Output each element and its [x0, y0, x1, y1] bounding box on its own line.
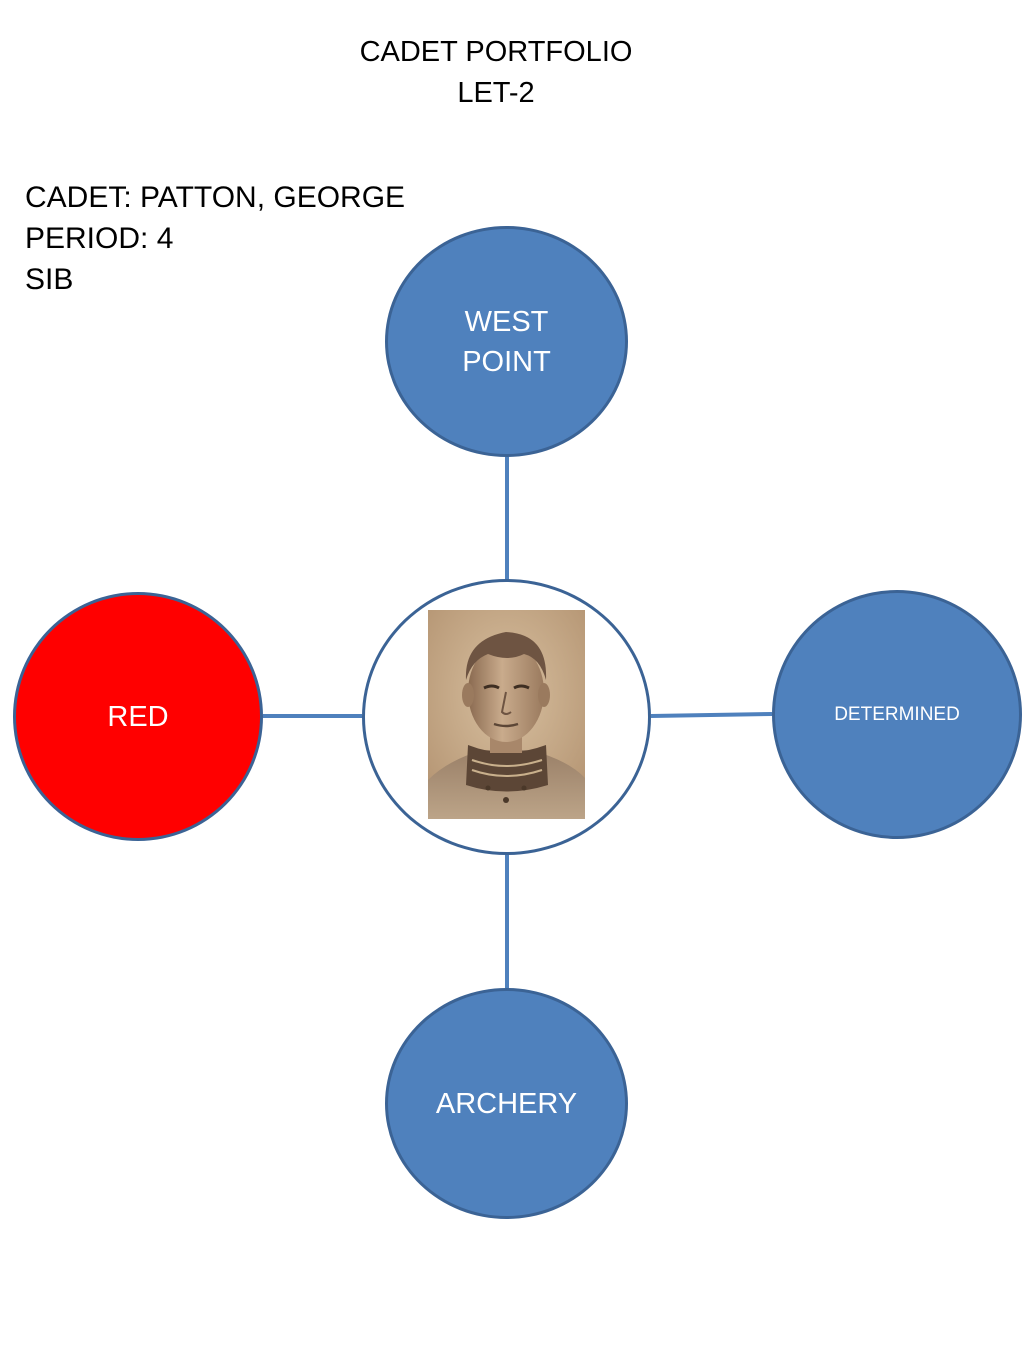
cadet-unit: SIB — [25, 263, 74, 296]
node-label-archery: ARCHERY — [435, 1087, 578, 1120]
connector-right — [650, 712, 773, 718]
node-label-west-point: WEST POINT — [462, 305, 551, 378]
title-line-1: CADET PORTFOLIO — [359, 36, 633, 68]
node-red: RED — [13, 592, 263, 841]
node-label-red: RED — [107, 700, 169, 733]
title-line-2: LET-2 — [457, 77, 535, 109]
cadet-info: CADET: PATTON, GEORGE PERIOD: 4 SIB — [25, 177, 405, 300]
node-west-point: WEST POINT — [385, 226, 628, 457]
node-determined: DETERMINED — [772, 590, 1022, 839]
node-archery: ARCHERY — [385, 988, 628, 1219]
node-label-determined: DETERMINED — [834, 703, 960, 725]
cadet-portrait-image — [428, 610, 585, 819]
portrait-illustration — [428, 610, 585, 819]
cadet-name: CADET: PATTON, GEORGE — [25, 181, 406, 214]
cadet-period: PERIOD: 4 — [25, 222, 174, 255]
page-title: CADET PORTFOLIO LET-2 — [0, 32, 992, 114]
